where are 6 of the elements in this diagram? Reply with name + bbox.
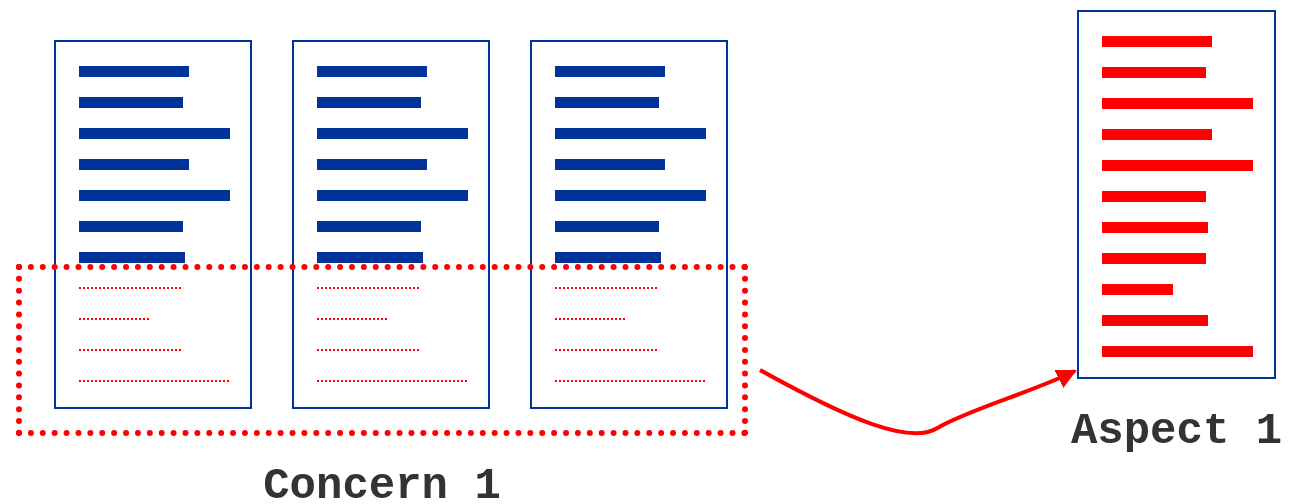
group-title: Concern 1 <box>263 464 501 504</box>
document-title: Aspect 1 <box>1070 409 1283 453</box>
curved-arrow <box>759 368 1077 436</box>
document-box <box>530 40 728 409</box>
document-box <box>292 40 490 409</box>
document-box <box>54 40 252 409</box>
